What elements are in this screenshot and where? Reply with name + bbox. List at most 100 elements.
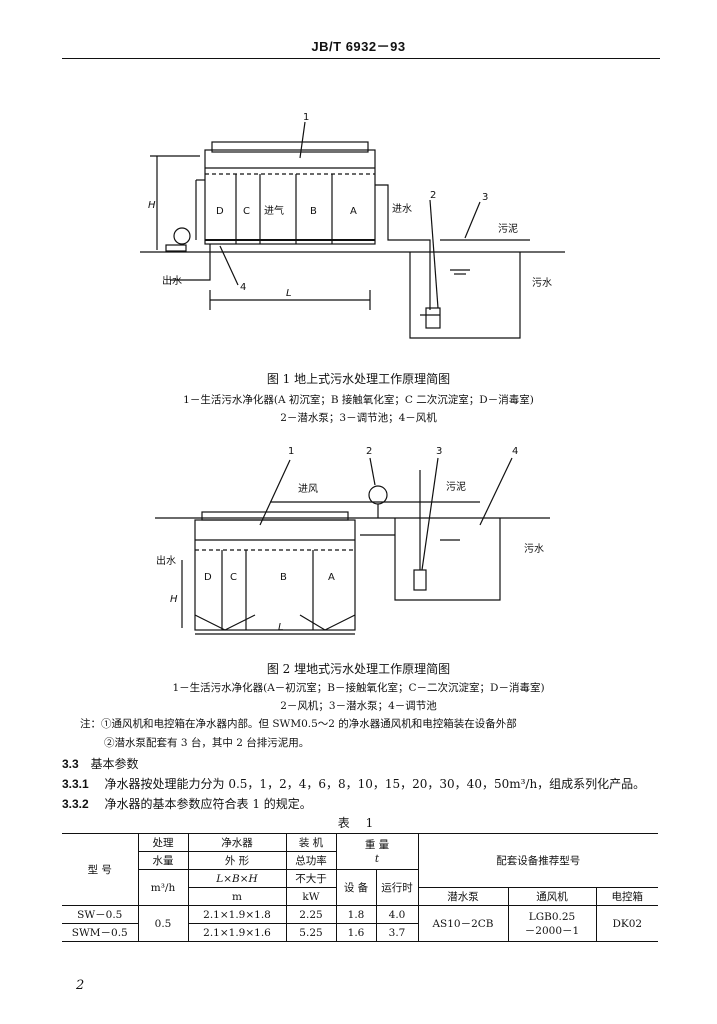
fig2-sump [394,518,501,601]
fig2-tank-lid [201,511,349,521]
cell-fan: LGB0.25 －2000－1 [507,905,597,942]
fig1-dim-h: H [148,200,156,211]
cell-model: SWM－0.5 [62,923,139,942]
figure-2-legend-line-1: 1－生活污水净化器(A－初沉室；B－接触氧化室；C－二次沉淀室；D－消毒室) [172,682,545,694]
fig1-tank-lid [211,141,369,153]
fig2-air-in-label: 进风 [298,483,318,495]
section-number: 3.3.1 [62,777,89,791]
fig1-chamber-a: A [350,206,357,217]
cell-weight-device: 1.8 [335,905,377,924]
section-title: 基本参数 [90,757,139,771]
fig1-callout-1: 1 [303,112,309,123]
fig2-sewage-label: 污水 [524,543,544,555]
th-model: 型 号 [62,833,139,906]
th-dim-3: L×B×H [187,869,287,888]
th-equipment: 配套设备推荐型号 [417,833,658,888]
cell-dimensions: 2.1×1.9×1.6 [187,923,287,942]
section-3-3-1: 3.3.1 净水器按处理能力分为 0.5，1，2，4，6，8，10，15，20，… [62,775,645,792]
th-power-2: 总功率 [285,851,336,870]
th-weight-label: 重 量 [364,838,390,851]
cell-capacity: 0.5 [137,905,189,942]
table-row: SW－0.5 0.5 2.1×1.9×1.8 2.25 1.8 4.0 AS10… [62,905,658,942]
fig2-chamber-a: A [328,572,335,583]
th-capacity-2: 水量 [138,851,189,870]
fig2-fan-symbol [368,485,388,505]
cell-weight-running: 4.0 [375,905,419,924]
fig1-sewage-label: 污水 [532,277,552,289]
fig1-dim-l: L [286,288,292,299]
cell-dimensions: 2.1×1.9×1.8 [187,905,287,924]
fig1-callout-2: 2 [430,190,436,201]
th-capacity-1: 处理 [137,833,189,852]
table-row: SWM－0.5 2.1×1.9×1.6 5.25 1.6 3.7 [62,923,658,942]
cell-control-box: DK02 [595,905,658,942]
note-line-2: ②潜水泵配套有 3 台，其中 2 台排污泥用。 [104,737,310,749]
fig1-sump [409,252,521,339]
fig1-sludge-label: 污泥 [498,222,518,235]
section-text: 净水器按处理能力分为 0.5，1，2，4，6，8，10，15，20，30，40，… [104,777,646,791]
header-rule [62,58,660,59]
fig2-pump-symbol [413,569,427,591]
figure-2-legend-line-2: 2－风机；3－潜水泵；4－调节池 [280,700,437,712]
cell-weight-running: 3.7 [375,923,418,942]
fig1-chamber-b: B [310,206,317,217]
th-power-1: 装 机 [285,833,337,852]
section-number: 3.3.2 [62,797,89,811]
th-weight-unit: t [374,852,380,865]
fig2-chamber-c: C [230,572,237,583]
fig2-callout-1: 1 [288,446,294,457]
fig1-air-label: 进气 [264,204,284,217]
th-weight-running: 运行时 [375,869,418,906]
fig2-outlet-label: 出水 [156,554,176,567]
figure-1-legend-line-1: 1－生活污水净化器(A 初沉室；B 接触氧化室；C 二次沉淀室；D－消毒室) [183,394,534,406]
table-title: 表 1 [337,816,380,830]
th-power-3: 不大于 [285,869,337,888]
figure-2-diagram: 1 2 3 4 D C B A H L 进风 出水 污泥 污水 [155,446,550,635]
th-power-4: kW [285,887,337,906]
th-capacity-3: m³/h [138,869,189,906]
cell-power: 5.25 [285,923,337,942]
fig2-sludge-label: 污泥 [446,480,466,493]
th-weight-device: 设 备 [335,869,377,906]
th-weight: 重 量 t [335,833,419,870]
page-number: 2 [76,978,85,993]
fig2-dim-l: L [278,622,284,633]
cell-power: 2.25 [285,905,337,924]
fig2-callout-3: 3 [436,446,442,457]
fig1-callout-3: 3 [482,192,488,203]
fig1-inlet-label: 进水 [392,203,412,215]
standard-code-header: JB/T 6932－93 [311,39,406,54]
figure-1-legend-line-2: 2－潜水泵；3－调节池；4－风机 [280,412,437,424]
fig1-tank-body [204,149,376,245]
cell-weight-device: 1.6 [335,923,377,942]
fig1-chamber-c: C [243,206,250,217]
th-control-box: 电控箱 [595,887,658,906]
fig1-chamber-d: D [216,206,224,217]
fig1-outlet-label: 出水 [162,274,182,287]
section-3-3: 3.3 基本参数 [62,755,139,772]
section-text: 净水器的基本参数应符合表 1 的规定。 [104,797,312,811]
note-line-1: 注：①通风机和电控箱在净水器内部。但 SWM0.5～2 的净水器通风机和电控箱装… [80,718,517,730]
fig2-chamber-d: D [204,572,212,583]
fig2-chamber-b: B [280,572,287,583]
cell-fan-line-2: －2000－1 [524,924,580,937]
fig1-pump-symbol [425,307,441,329]
fig2-callout-2: 2 [366,446,372,457]
parameter-table: 型 号 处理 净水器 装 机 重 量 t 配套设备推荐型号 水量 外 形 总功率… [62,833,658,942]
fig2-dim-h: H [170,594,178,605]
cell-fan-line-1: LGB0.25 [528,910,576,923]
figure-1-diagram: 1 2 3 4 D C 进气 B A H L 进水 污泥 出水 污水 [140,112,565,339]
th-dim-1: 净水器 [187,833,287,852]
fig2-callout-4: 4 [512,446,518,457]
figure-1-caption: 图 1 地上式污水处理工作原理简图 [266,372,451,386]
fig1-fan-symbol [173,227,191,245]
th-dim-2: 外 形 [187,851,287,870]
figure-2-caption: 图 2 埋地式污水处理工作原理简图 [266,662,451,676]
cell-model: SW－0.5 [62,905,139,924]
fig1-callout-4: 4 [240,282,246,293]
section-3-3-2: 3.3.2 净水器的基本参数应符合表 1 的规定。 [62,795,312,812]
th-pump: 潜水泵 [417,887,509,906]
cell-pump: AS10－2CB [417,905,509,942]
section-number: 3.3 [62,757,79,771]
th-dim-4: m [188,887,287,906]
